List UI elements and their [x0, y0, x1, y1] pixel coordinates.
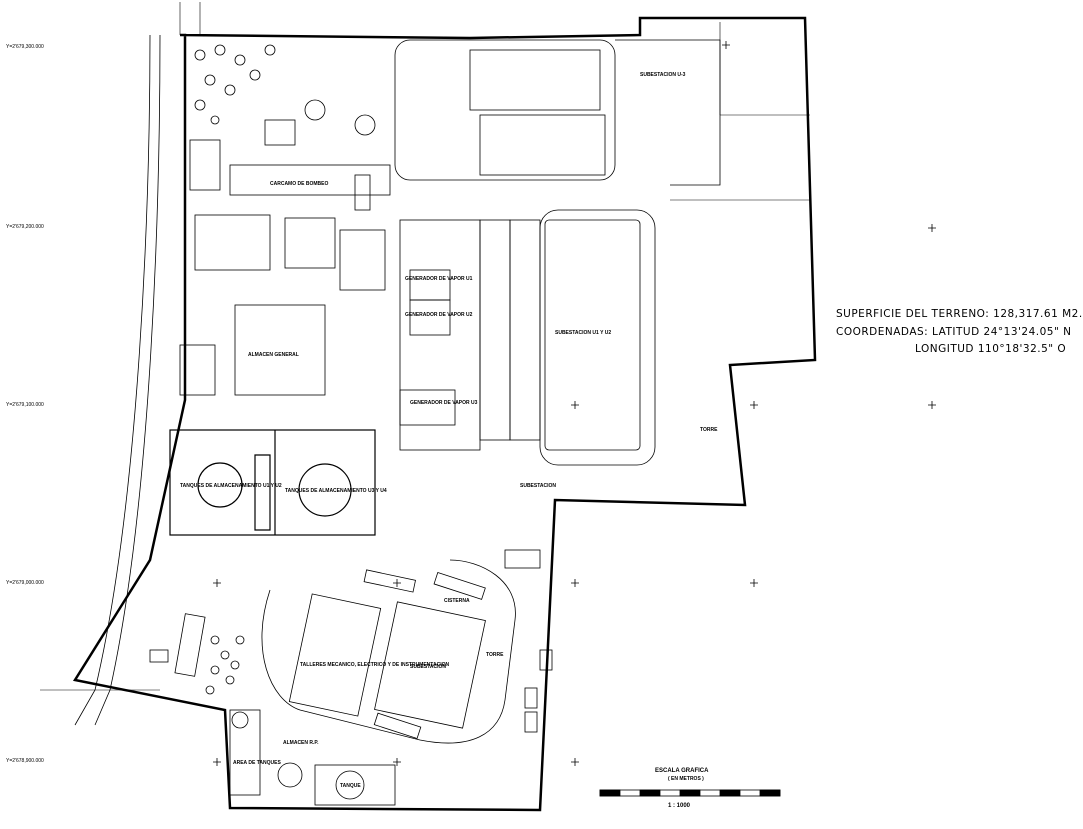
top-plant-area — [189, 39, 721, 211]
label-subestacion-u1u2: SUBESTACION U1 Y U2 — [555, 330, 612, 336]
area-text: SUPERFICIE DEL TERRENO: 128,317.61 M2. — [836, 308, 1083, 320]
label-subestacion-u3: SUBESTACION U-3 — [640, 72, 686, 78]
scale-subtitle: ( EN METROS ) — [668, 776, 704, 782]
parcel-lines — [179, 2, 810, 201]
coord-label: Y=2'679,000.000 — [6, 580, 44, 586]
label-gen-vapor-u2: GENERADOR DE VAPOR U2 — [405, 312, 473, 318]
label-area-tanques: AREA DE TANQUES — [233, 760, 281, 766]
label-carcamo: CARCAMO DE BOMBEO — [270, 181, 329, 187]
label-cisterna: CISTERNA — [444, 598, 470, 604]
label-tanques-1: TANQUES DE ALMACENAMIENTO U1 Y U2 — [180, 483, 282, 489]
grid-markers — [213, 41, 936, 766]
coordinates-text: COORDENADAS: LATITUD 24°13'24.05" N — [836, 326, 1072, 338]
tanks-area — [169, 429, 376, 536]
label-almacen-rp: ALMACEN R.P. — [283, 740, 319, 746]
label-almacen-general: ALMACEN GENERAL — [248, 352, 299, 358]
scale-title: ESCALA GRAFICA — [655, 768, 709, 774]
middle-buildings — [179, 209, 656, 466]
label-gen-vapor-u3: GENERADOR DE VAPOR U3 — [410, 400, 478, 406]
label-tanque: TANQUE — [340, 783, 361, 789]
label-tanques-2: TANQUES DE ALMACENAMIENTO U3 Y U4 — [285, 488, 387, 494]
site-plan — [40, 2, 936, 812]
coord-label: Y=2'678,900.000 — [6, 758, 44, 764]
coord-label: Y=2'679,200.000 — [6, 224, 44, 230]
scale-bar — [599, 789, 781, 797]
label-torre: TORRE — [700, 427, 718, 433]
site-boundary — [72, 16, 817, 812]
coord-label: Y=2'679,100.000 — [6, 402, 44, 408]
label-torre: TORRE — [486, 652, 504, 658]
label-subestacion-low: SUBESTACION — [410, 664, 447, 670]
longitude-text: LONGITUD 110°18'32.5" O — [915, 343, 1067, 355]
lower-area — [149, 549, 553, 806]
label-gen-vapor-u1: GENERADOR DE VAPOR U1 — [405, 276, 473, 282]
scale-ratio: 1 : 1000 — [668, 803, 691, 809]
label-talleres: TALLERES MECANICO, ELECTRICO Y DE INSTRU… — [300, 662, 450, 668]
trees-top-left — [194, 44, 276, 125]
coord-label: Y=2'679,300.000 — [6, 44, 44, 50]
road-left — [40, 34, 161, 726]
trees-lower — [205, 635, 245, 695]
label-subestacion-mid: SUBESTACION — [520, 483, 557, 489]
